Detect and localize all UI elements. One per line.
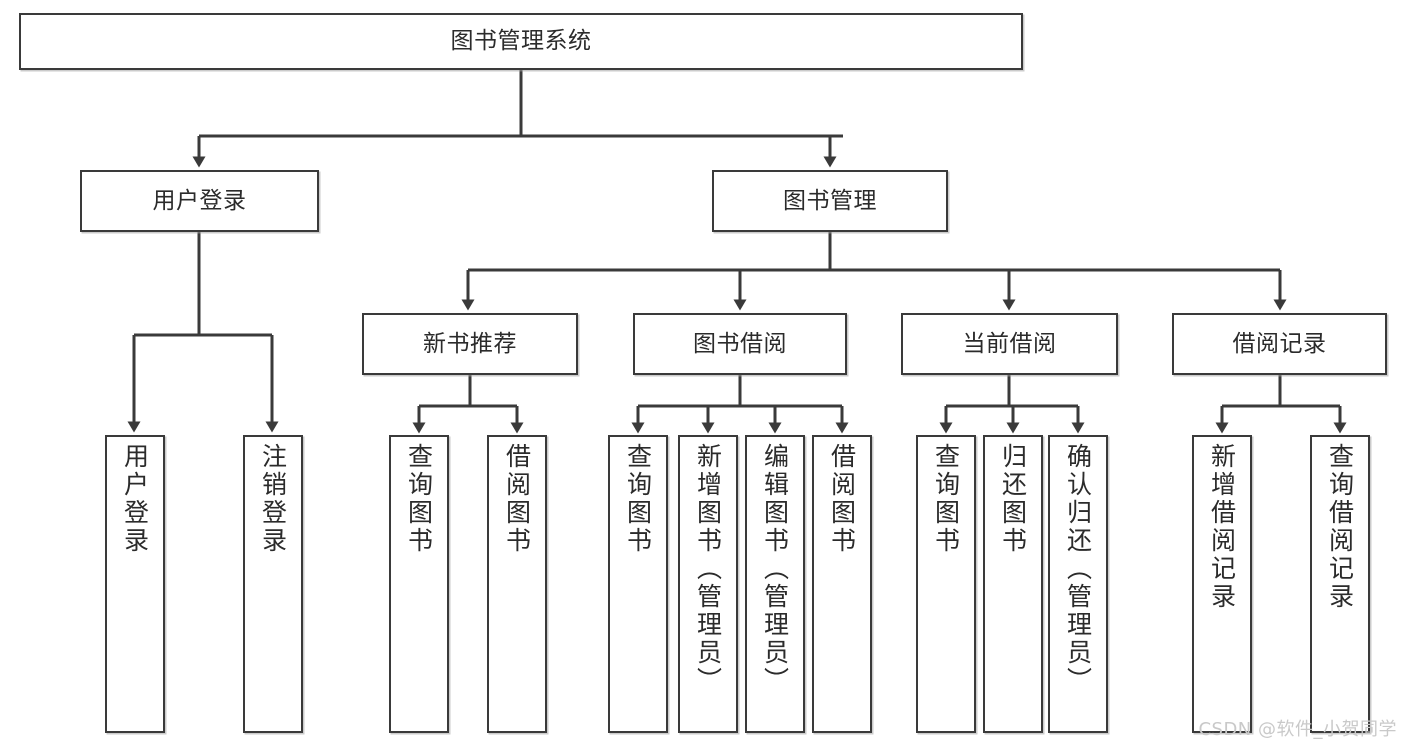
node-borrow-record[interactable]: 借阅记录 [1172, 313, 1387, 375]
node-current-borrow[interactable]: 当前借阅 [901, 313, 1118, 375]
leaf-return-book[interactable]: 归还图书 [983, 435, 1043, 733]
leaf-confirm-return-admin-label: 确认归还（管理员） [1063, 443, 1093, 695]
node-new-book-recommend[interactable]: 新书推荐 [362, 313, 578, 375]
leaf-query-book-newbook-label: 查询图书 [404, 443, 434, 555]
leaf-borrow-book-newbook[interactable]: 借阅图书 [487, 435, 547, 733]
watermark: CSDN @软件_小贺同学 [1198, 719, 1397, 740]
leaf-return-book-label: 归还图书 [998, 443, 1028, 555]
node-new-book-recommend-label: 新书推荐 [423, 330, 517, 357]
leaf-user-login-label: 用户登录 [120, 443, 150, 555]
node-user-login[interactable]: 用户登录 [80, 170, 319, 232]
leaf-query-book-current[interactable]: 查询图书 [916, 435, 976, 733]
leaf-add-borrow-record-label: 新增借阅记录 [1207, 443, 1237, 611]
node-book-management[interactable]: 图书管理 [712, 170, 948, 232]
leaf-edit-book-admin[interactable]: 编辑图书（管理员） [745, 435, 805, 733]
node-book-borrow-label: 图书借阅 [693, 330, 787, 357]
node-current-borrow-label: 当前借阅 [962, 330, 1057, 357]
leaf-add-book-admin[interactable]: 新增图书（管理员） [678, 435, 738, 733]
leaf-query-borrow-record[interactable]: 查询借阅记录 [1310, 435, 1370, 733]
node-borrow-record-label: 借阅记录 [1232, 330, 1327, 357]
node-book-borrow[interactable]: 图书借阅 [633, 313, 847, 375]
leaf-query-borrow-record-label: 查询借阅记录 [1325, 443, 1355, 611]
node-book-management-label: 图书管理 [783, 187, 877, 214]
leaf-borrow-book-label: 借阅图书 [827, 443, 857, 555]
leaf-user-login[interactable]: 用户登录 [105, 435, 165, 733]
node-root-label: 图书管理系统 [450, 28, 592, 55]
leaf-borrow-book[interactable]: 借阅图书 [812, 435, 872, 733]
leaf-add-book-admin-label: 新增图书（管理员） [693, 443, 723, 695]
leaf-query-book-borrow[interactable]: 查询图书 [608, 435, 668, 733]
leaf-logout[interactable]: 注销登录 [243, 435, 303, 733]
leaf-query-book-newbook[interactable]: 查询图书 [389, 435, 449, 733]
leaf-confirm-return-admin[interactable]: 确认归还（管理员） [1048, 435, 1108, 733]
node-root[interactable]: 图书管理系统 [19, 13, 1023, 70]
node-user-login-label: 用户登录 [152, 187, 247, 214]
leaf-add-borrow-record[interactable]: 新增借阅记录 [1192, 435, 1252, 733]
leaf-query-book-current-label: 查询图书 [931, 443, 961, 555]
leaf-logout-label: 注销登录 [258, 443, 288, 555]
leaf-borrow-book-newbook-label: 借阅图书 [502, 443, 532, 555]
leaf-query-book-borrow-label: 查询图书 [623, 443, 653, 555]
leaf-edit-book-admin-label: 编辑图书（管理员） [760, 443, 790, 695]
